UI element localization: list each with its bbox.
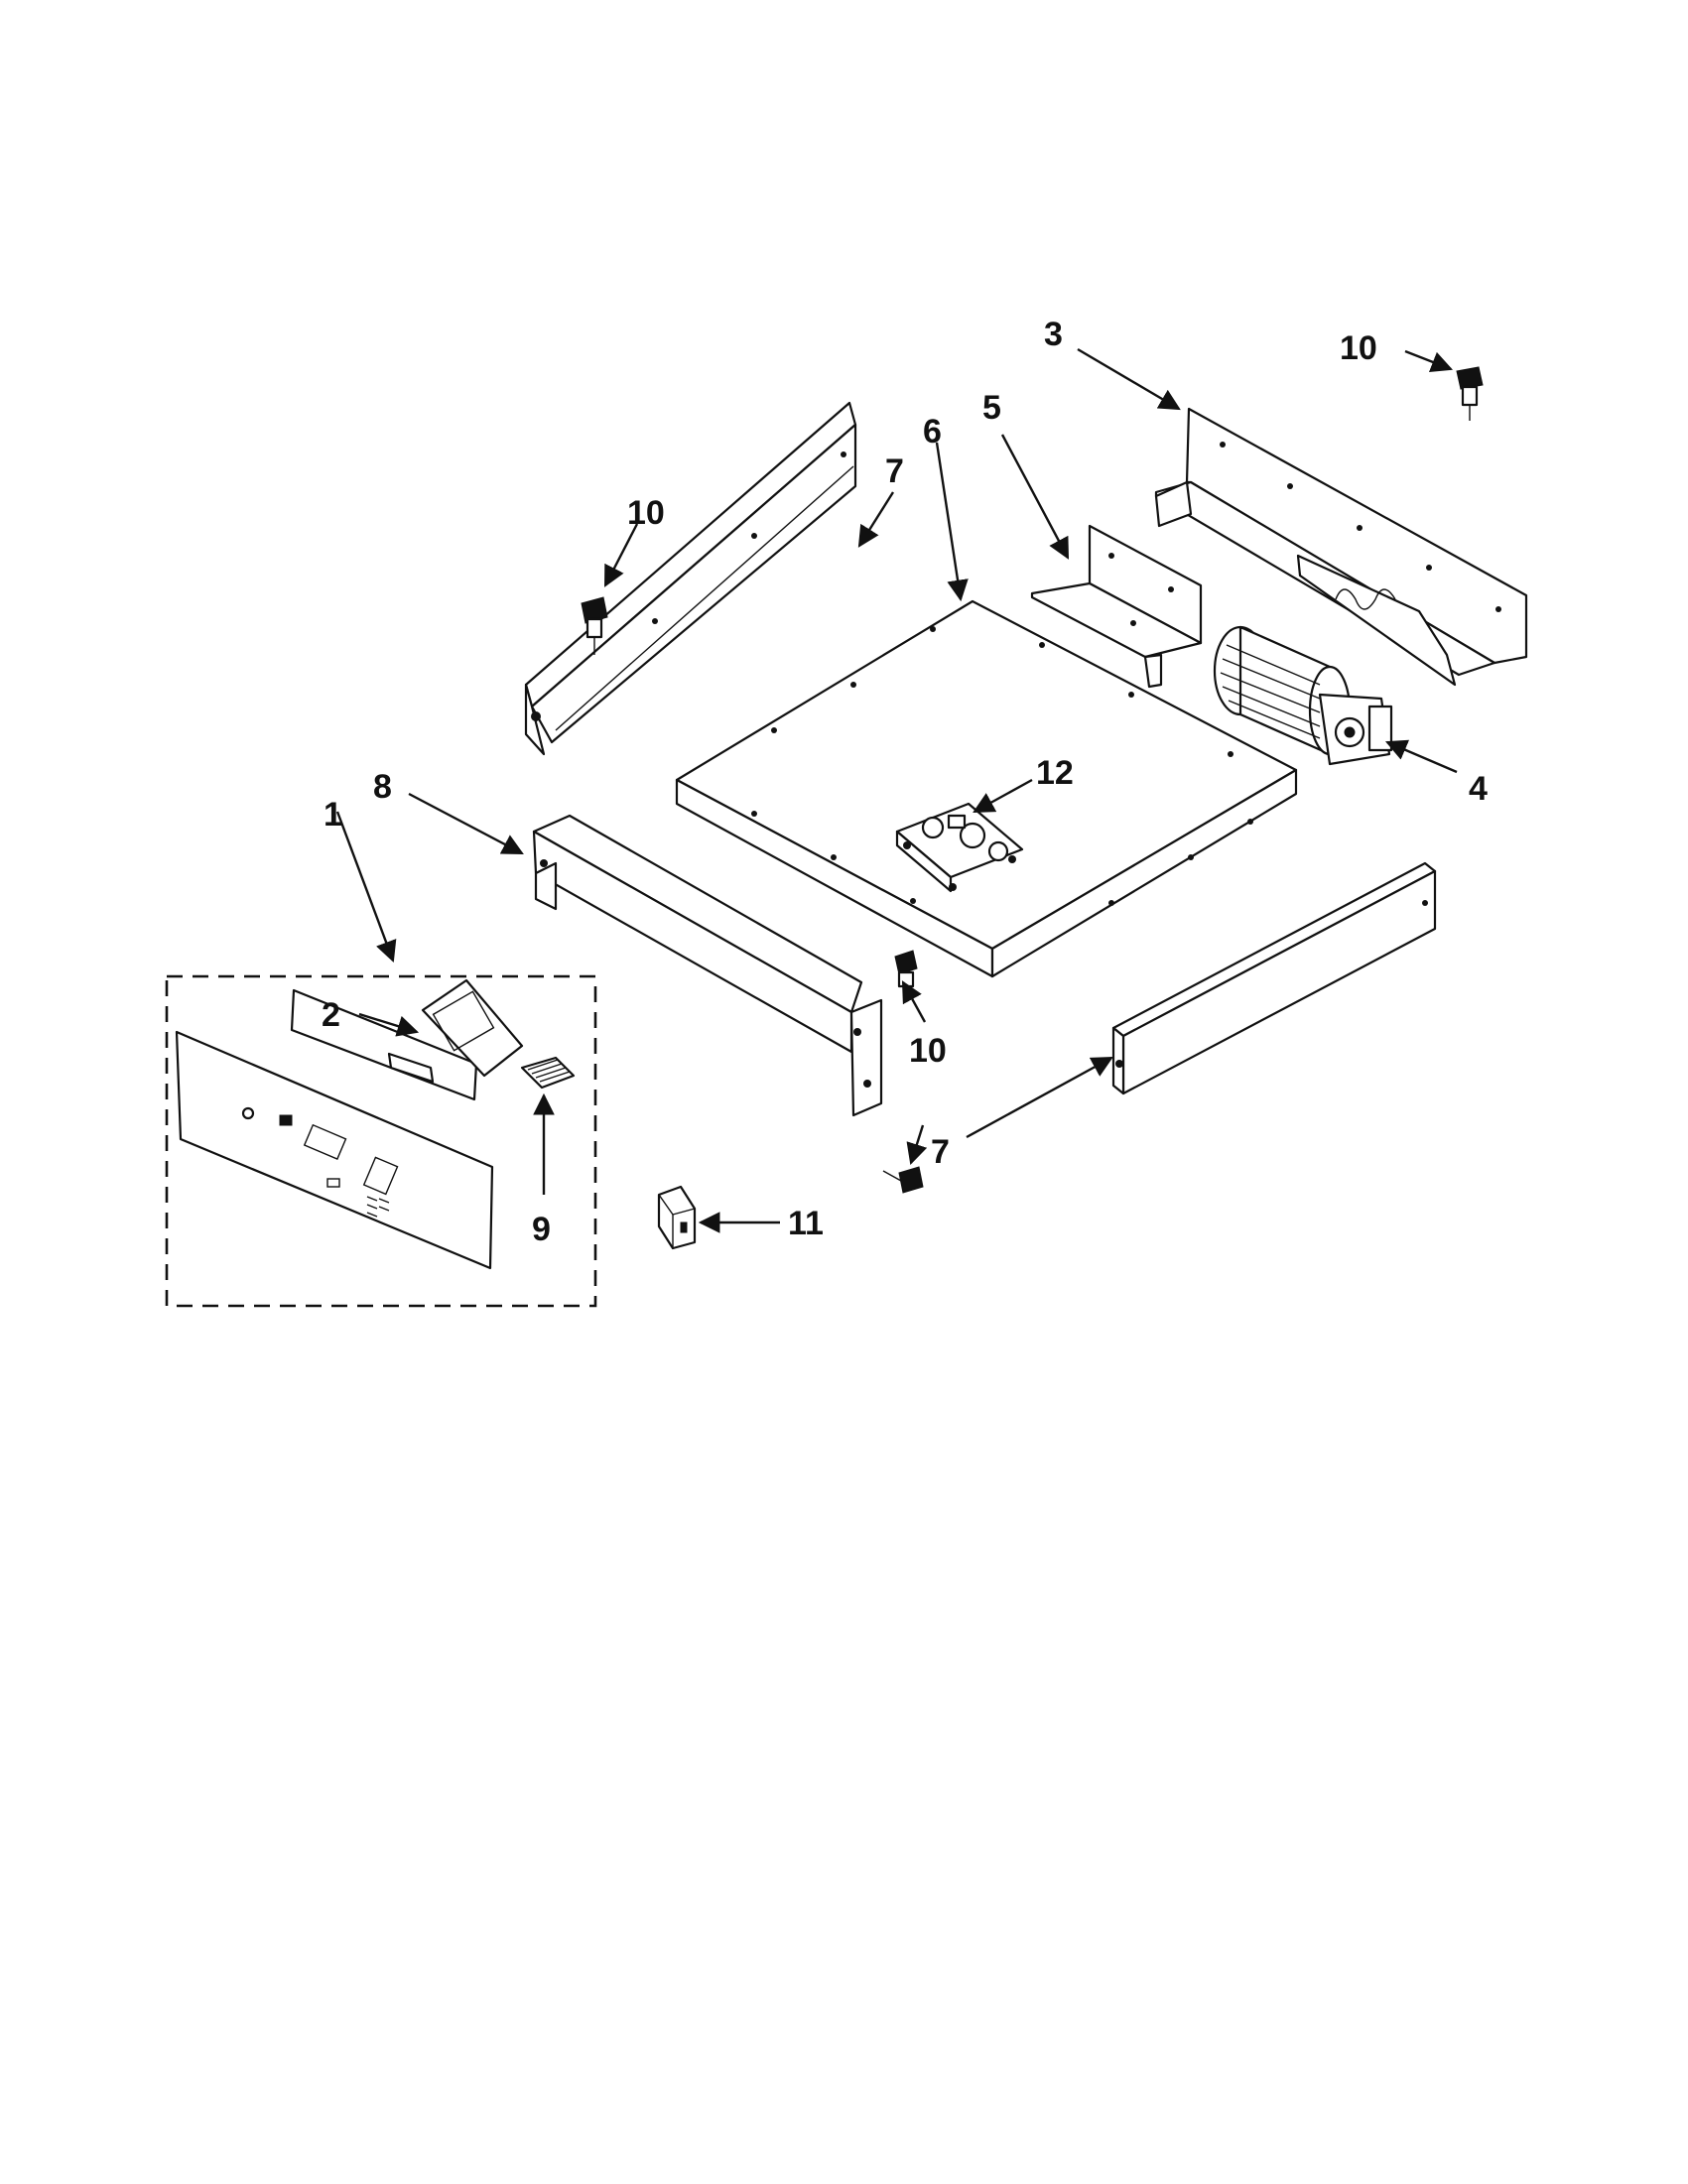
callout-11: 11: [788, 1205, 824, 1242]
small-bracket-part-5: [1030, 524, 1203, 689]
keypad-part-9: [520, 1056, 576, 1090]
leader-7-bottom: [966, 1056, 1113, 1139]
callout-7-bottom: 7: [931, 1133, 950, 1171]
control-board-part-12: [895, 802, 1024, 893]
leader-5: [1000, 434, 1070, 560]
callouts: 3 10 5 6 7 10 4 12 8 1 10 7 2 9 11: [322, 316, 1488, 1248]
side-rail-part-7-top: [524, 401, 857, 756]
front-frame-part-8: [532, 814, 883, 1117]
interface-board-part-2: [387, 978, 524, 1084]
leader-10-top-right: [1404, 349, 1454, 372]
screw-part-10-bottom: [882, 950, 924, 1194]
rear-bracket-part-3: [1154, 407, 1528, 687]
leader-4: [1385, 739, 1458, 774]
leader-10-top-left: [603, 523, 639, 587]
callout-10-bottom: 10: [909, 1032, 947, 1070]
side-rail-part-7-bottom: [1111, 861, 1437, 1095]
base-plate-part-6: [675, 599, 1298, 978]
leader-3: [1077, 347, 1181, 411]
blower-fan-part-4: [1213, 625, 1393, 766]
callout-12: 12: [1036, 754, 1074, 792]
leader-2: [358, 1012, 420, 1037]
callout-2: 2: [322, 996, 340, 1034]
leader-1: [335, 811, 397, 964]
callout-8: 8: [373, 768, 392, 806]
callout-6: 6: [923, 413, 942, 450]
callout-5: 5: [982, 389, 1001, 427]
assembly-box-part-1: [165, 974, 597, 1308]
leader-7-top: [857, 491, 895, 548]
callout-3: 3: [1044, 316, 1063, 353]
leader-8: [408, 792, 524, 855]
callout-10-top-left: 10: [627, 494, 665, 532]
callout-1: 1: [324, 796, 342, 834]
leader-lines: [335, 347, 1458, 1233]
callout-9: 9: [532, 1211, 551, 1248]
callout-7-top: 7: [885, 452, 904, 490]
leader-6: [935, 442, 969, 602]
screw-part-10-top-right: [1456, 366, 1484, 421]
screw-part-10-top-left: [581, 596, 608, 655]
callout-10-top-right: 10: [1340, 329, 1377, 367]
leader-10-bottom: [901, 980, 927, 1023]
callout-4: 4: [1469, 770, 1488, 808]
switch-part-11: [657, 1185, 697, 1250]
leader-10-bottom-lower: [906, 1124, 928, 1166]
leader-12: [973, 778, 1033, 814]
